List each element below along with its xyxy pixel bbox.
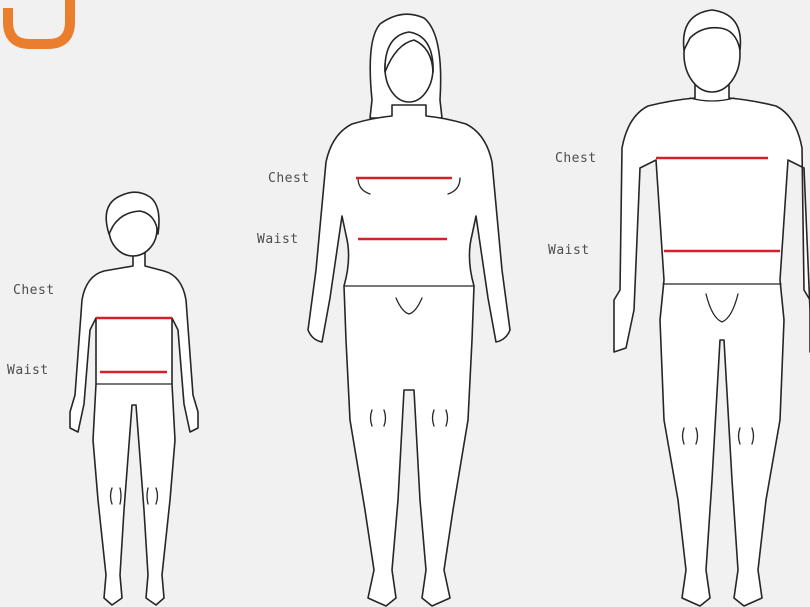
woman-body-outline bbox=[308, 105, 510, 606]
woman-figure bbox=[308, 14, 510, 606]
child-figure bbox=[70, 192, 198, 605]
woman-chest-label: Chest bbox=[268, 171, 310, 186]
child-chest-label: Chest bbox=[13, 283, 55, 298]
child-body-outline bbox=[70, 253, 198, 605]
woman-waist-label: Waist bbox=[257, 232, 299, 247]
man-waist-label: Waist bbox=[548, 243, 590, 258]
logo-mark-icon bbox=[8, 0, 70, 44]
man-figure bbox=[614, 10, 810, 606]
man-body-outline bbox=[614, 82, 810, 606]
man-chest-label: Chest bbox=[555, 151, 597, 166]
child-waist-label: Waist bbox=[7, 363, 49, 378]
